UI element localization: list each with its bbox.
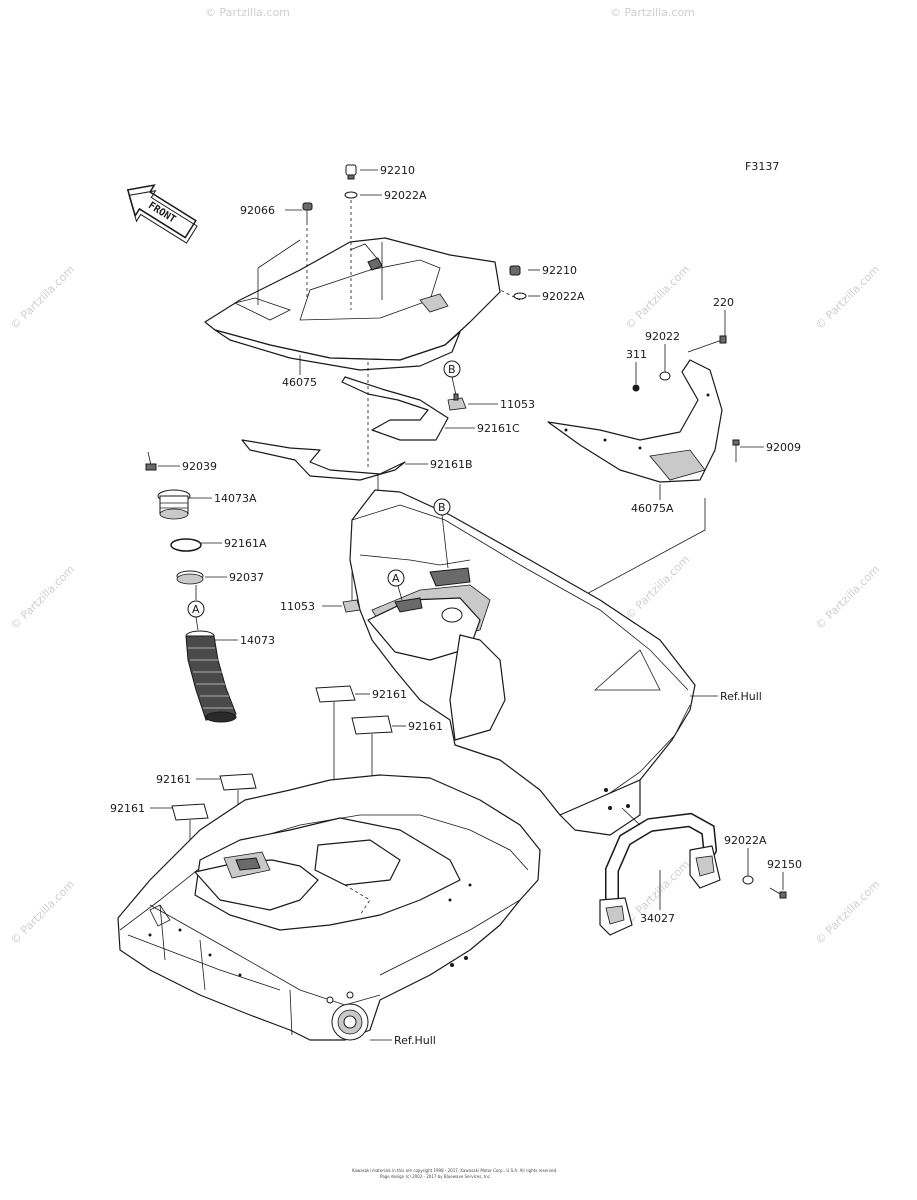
label-92161A: 92161A <box>224 537 267 550</box>
gasket-92161B <box>241 439 406 481</box>
label-34027: 34027 <box>640 912 675 925</box>
label-11053-top: 11053 <box>500 398 535 411</box>
label-92161B: 92161B <box>430 458 473 471</box>
footer-design: Page design (c) 2002 - 2017 by Bluewave … <box>380 1174 491 1179</box>
callout-b-hull-letter: B <box>438 501 446 514</box>
hose-14073 <box>185 630 237 723</box>
label-92022: 92022 <box>645 330 680 343</box>
label-92150: 92150 <box>767 858 802 871</box>
upper-hull-deck <box>349 489 696 836</box>
filler-neck-14073A <box>157 489 191 520</box>
label-92161C: 92161C <box>477 422 520 435</box>
label-46075A: 46075A <box>631 502 674 515</box>
callout-a-hull <box>387 569 405 587</box>
label-92066: 92066 <box>240 204 275 217</box>
pad-92161-c <box>219 773 257 791</box>
label-92161-a: 92161 <box>372 688 407 701</box>
washer-92022A-right-icon <box>513 292 527 300</box>
watermark: © Partzilla.com <box>8 878 77 947</box>
screw-92066-icon <box>302 202 313 222</box>
label-92022A-bottom: 92022A <box>724 834 767 847</box>
pad-92161-a <box>315 685 356 703</box>
washer-92022A-top-icon <box>344 191 358 199</box>
label-92161-d: 92161 <box>110 802 145 815</box>
footer-copyright: Kawasaki materials in this are copyright… <box>352 1168 557 1173</box>
front-cover-46075A <box>547 359 723 483</box>
front-arrow-icon: FRONT <box>126 184 198 244</box>
grab-handle-34027 <box>599 812 721 936</box>
storage-cover-46075 <box>204 237 501 371</box>
label-220: 220 <box>713 296 734 309</box>
label-92161-c: 92161 <box>156 773 191 786</box>
pin-92039-icon <box>145 451 157 471</box>
label-11053-left: 11053 <box>280 600 315 613</box>
figure-id: F3137 <box>745 160 779 173</box>
bolt-92150-icon <box>769 887 787 899</box>
washer-92022A-bottom-icon <box>742 875 754 885</box>
label-92022A-right: 92022A <box>542 290 585 303</box>
clip-11053-top-icon <box>447 393 467 411</box>
label-ref-hull-upper: Ref.Hull <box>720 690 762 703</box>
lower-hull <box>117 774 541 1041</box>
callout-b-upper-letter: B <box>448 363 456 376</box>
watermark: © Partzilla.com <box>623 553 692 622</box>
bolt-220-icon <box>687 335 727 353</box>
callout-a-hull-letter: A <box>392 572 400 585</box>
bolt-92210-top-icon <box>345 164 357 180</box>
label-92037: 92037 <box>229 571 264 584</box>
label-311: 311 <box>626 348 647 361</box>
label-92210-right: 92210 <box>542 264 577 277</box>
clip-11053-left-icon <box>342 599 361 613</box>
label-14073A: 14073A <box>214 492 257 505</box>
oring-92161A-icon <box>170 538 202 552</box>
callout-a-left-letter: A <box>192 603 200 616</box>
watermark: © Partzilla.com <box>623 263 692 332</box>
label-92210-top: 92210 <box>380 164 415 177</box>
label-ref-hull-lower: Ref.Hull <box>394 1034 436 1047</box>
clamp-92037-icon <box>176 570 204 585</box>
watermark: © Partzilla.com <box>8 263 77 332</box>
label-92009: 92009 <box>766 441 801 454</box>
label-92022A-top: 92022A <box>384 189 427 202</box>
watermark: © Partzilla.com <box>610 6 695 19</box>
watermark: © Partzilla.com <box>813 878 882 947</box>
pad-92161-d <box>171 803 209 821</box>
label-92161-b: 92161 <box>408 720 443 733</box>
bolt-92009-icon <box>732 439 740 462</box>
bolt-92210-right-icon <box>509 265 521 276</box>
pad-92161-b <box>351 715 393 735</box>
nut-311-icon <box>632 384 640 392</box>
washer-92022-icon <box>659 371 671 381</box>
watermark: © Partzilla.com <box>205 6 290 19</box>
gasket-92161C <box>341 376 449 441</box>
watermark: © Partzilla.com <box>813 263 882 332</box>
label-14073: 14073 <box>240 634 275 647</box>
watermark: © Partzilla.com <box>813 563 882 632</box>
watermark: © Partzilla.com <box>8 563 77 632</box>
label-46075: 46075 <box>282 376 317 389</box>
label-92039: 92039 <box>182 460 217 473</box>
